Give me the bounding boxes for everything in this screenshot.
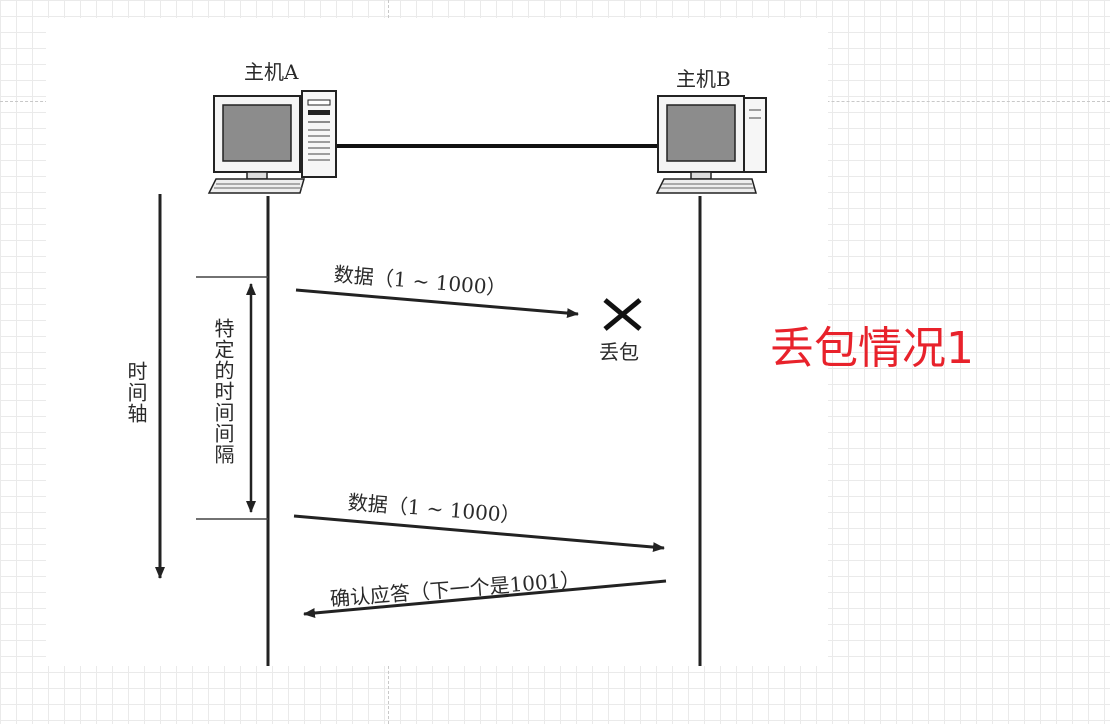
diagram-graphics — [155, 90, 767, 666]
message-arrow-data — [293, 514, 665, 553]
host-a-label: 主机A — [244, 60, 299, 84]
host-b-label: 主机B — [676, 67, 731, 91]
time-axis-label: 时间轴 — [124, 361, 148, 424]
loss-label: 丢包 — [599, 340, 639, 364]
case-title: 丢包情况1 — [770, 323, 974, 374]
tcp-loss-diagram: 主机A 主机B 时间轴 特定的时间间隔 数据（1 ~ 1000） 数据（1 ~ … — [46, 18, 828, 666]
computer-icon-host-a — [207, 90, 337, 194]
interval-label: 特定的时间间隔 — [211, 318, 235, 465]
x-mark-icon — [603, 298, 642, 331]
message-arrow-lost — [295, 288, 579, 319]
computer-icon-host-b — [655, 95, 767, 194]
message-arrow-ack — [303, 579, 667, 618]
